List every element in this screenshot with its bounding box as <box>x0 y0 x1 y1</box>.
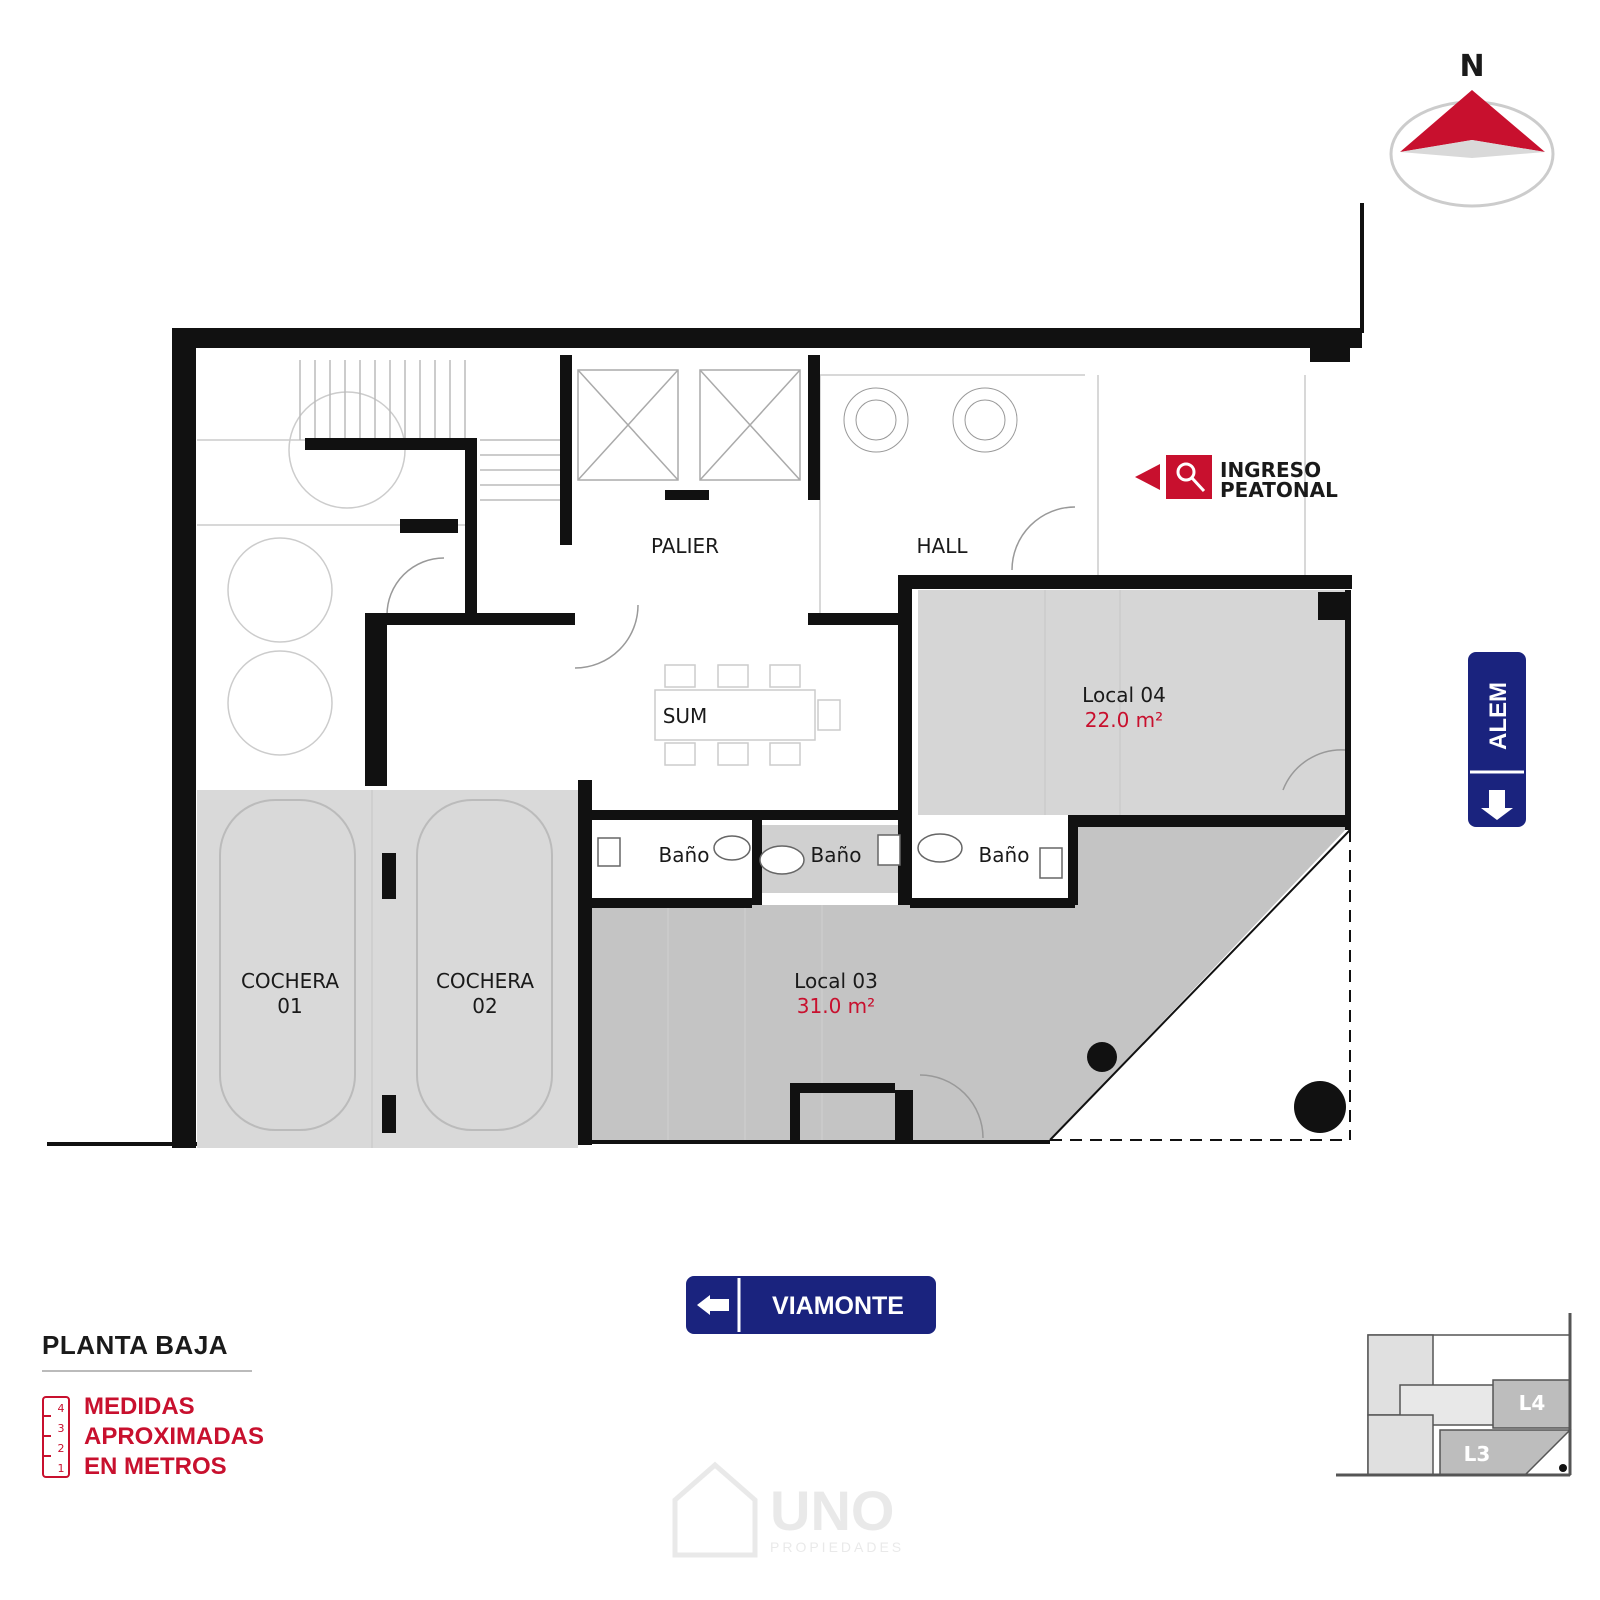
sink-icon <box>597 834 1063 879</box>
walls <box>47 328 1362 1148</box>
key-plan-label-l3: L3 <box>1464 1442 1491 1466</box>
ruler-tick-4: 4 <box>58 1402 65 1415</box>
entrance-label-line2: PEATONAL <box>1220 478 1338 502</box>
room-label-sum: SUM <box>663 704 708 728</box>
plant-icon <box>843 387 1018 453</box>
street-sign-alem <box>1468 652 1526 827</box>
street-sign-viamonte <box>686 1276 936 1334</box>
ruler-tick-3: 3 <box>58 1422 65 1435</box>
ruler-icon: 4 3 2 1 <box>42 1396 70 1478</box>
key-plan-label-l4: L4 <box>1519 1391 1546 1415</box>
sum-table-icon <box>654 664 841 766</box>
title-divider <box>42 1370 252 1372</box>
entrance-key-icon <box>1135 455 1212 499</box>
staircase <box>299 360 560 501</box>
room-label-local-03: Local 03 <box>794 969 878 993</box>
room-label-cochera-02: COCHERA <box>436 969 534 993</box>
room-label-bano-3: Baño <box>979 843 1030 867</box>
room-area-local-03: 31.0 m² <box>797 994 875 1018</box>
measurement-note-line3: EN METROS <box>84 1453 227 1480</box>
room-label-bano-2: Baño <box>811 843 862 867</box>
measurement-note-line2: APROXIMADAS <box>84 1423 265 1450</box>
toilet-icon <box>713 833 963 875</box>
watermark-brand: UNO <box>770 1479 894 1542</box>
room-label-hall: HALL <box>916 534 968 558</box>
house-icon <box>672 1461 758 1558</box>
room-area-local-04: 22.0 m² <box>1085 708 1163 732</box>
street-label-alem: ALEM <box>1485 682 1512 750</box>
column-icon <box>1087 1042 1117 1072</box>
ruler-tick-2: 2 <box>58 1442 65 1455</box>
room-label-cochera-01-num: 01 <box>277 994 302 1018</box>
local-04-area <box>918 590 1350 815</box>
car-outline-icon <box>219 799 553 1131</box>
street-label-viamonte: VIAMONTE <box>772 1292 904 1320</box>
key-plan <box>1336 1313 1572 1477</box>
measurement-note: MEDIDAS APROXIMADAS EN METROS <box>84 1392 264 1482</box>
room-label-cochera-02-num: 02 <box>472 994 497 1018</box>
measurement-note-line1: MEDIDAS <box>84 1393 195 1420</box>
entrance-label-line1: INGRESO <box>1220 458 1321 482</box>
local-03-area <box>590 825 1350 1140</box>
room-label-palier: PALIER <box>651 534 719 558</box>
room-label-bano-1: Baño <box>659 843 710 867</box>
column-icon <box>1294 1081 1346 1133</box>
ruler-tick-1: 1 <box>58 1462 65 1475</box>
north-label: N <box>1459 49 1484 84</box>
arrow-left-icon <box>697 1295 729 1315</box>
watermark-sub: PROPIEDADES <box>770 1539 904 1555</box>
north-arrow-icon <box>1389 90 1555 208</box>
arrow-down-icon <box>1481 790 1513 820</box>
cochera-area <box>197 790 578 1148</box>
elevator-icon <box>577 369 801 481</box>
watermark-logo: UNO PROPIEDADES <box>672 1461 904 1558</box>
plan-title: PLANTA BAJA <box>42 1330 229 1360</box>
room-label-cochera-01: COCHERA <box>241 969 339 993</box>
room-label-local-04: Local 04 <box>1082 683 1166 707</box>
